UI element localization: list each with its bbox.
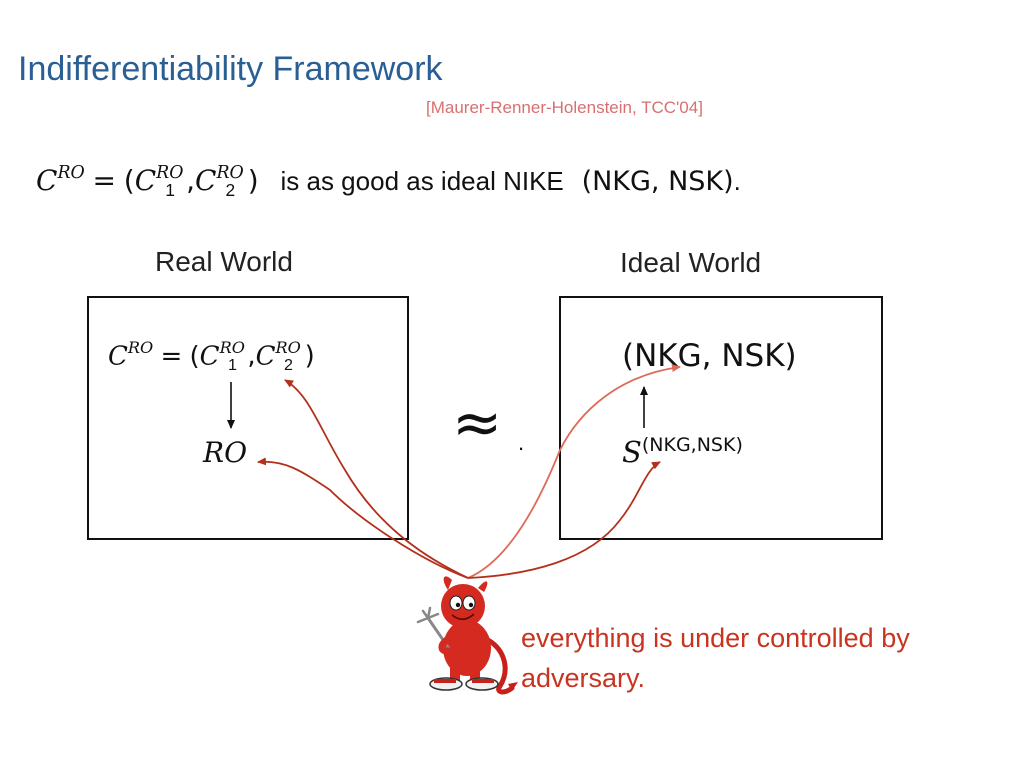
construction-symbol: C <box>36 164 58 198</box>
adversary-caption: everything is under controlled by advers… <box>521 623 910 693</box>
slide-title: Indifferentiability Framework <box>18 50 443 88</box>
indistinguishable-symbol: ≈ <box>452 388 503 458</box>
oracle-superscript-1: RO <box>156 163 184 183</box>
real-comma: , <box>247 341 256 372</box>
real-oracle-superscript-2: RO <box>275 338 301 357</box>
open-paren: ( <box>123 164 135 198</box>
real-construction-symbol: C <box>108 341 128 372</box>
oracle-superscript: RO <box>57 163 85 183</box>
real-index-1: 1 <box>228 355 237 374</box>
adversary-to-simulator-arrow <box>467 461 661 579</box>
statement-text: is as good as ideal NIKE <box>280 166 564 197</box>
ideal-world-label: Ideal World <box>620 247 762 278</box>
real-world-box <box>87 296 409 540</box>
real-equals-sign: = <box>160 341 183 372</box>
real-construction-part-1: C <box>199 341 220 372</box>
real-close-paren: ) <box>304 341 315 372</box>
oracle-superscript-2: RO <box>216 163 244 183</box>
real-oracle-superscript: RO <box>127 338 154 357</box>
random-oracle-node: RO <box>203 436 248 469</box>
real-open-paren: ( <box>189 341 200 372</box>
real-oracle-superscript-1: RO <box>219 338 245 357</box>
construction-part-2: C <box>195 164 217 198</box>
adversary-to-nike-arrow <box>467 364 681 579</box>
ideal-world-box <box>559 296 883 540</box>
ideal-nike-node: (NKG, NSK) <box>622 338 797 374</box>
real-world-construction: CRO = (CRO1,CRO2) <box>108 338 315 375</box>
simulator-oracle-superscript: (NKG,NSK) <box>641 434 743 456</box>
index-2: 2 <box>225 180 236 201</box>
devil-mascot-icon <box>416 576 518 695</box>
main-statement: CRO = (CRO1,CRO2) is as good as ideal NI… <box>36 153 741 210</box>
real-world-label: Real World <box>155 246 293 277</box>
comma: , <box>186 164 195 198</box>
equals-sign: = <box>92 164 116 198</box>
relation-dot: . <box>518 430 525 455</box>
ideal-nike-pair: (NKG, NSK) <box>581 166 734 198</box>
citation: [Maurer-Renner-Holenstein, TCC'04] <box>426 98 703 117</box>
adversary-to-construction-arrow <box>284 379 469 579</box>
real-index-2: 2 <box>283 355 293 374</box>
simulator-node: S(NKG,NSK) <box>622 434 743 470</box>
real-construction-part-2: C <box>255 341 276 372</box>
close-paren: ) <box>247 164 259 198</box>
construction-part-1: C <box>134 164 157 198</box>
statement-period: . <box>733 166 741 197</box>
adversary-to-oracle-arrow <box>257 457 469 579</box>
simulator-symbol: S <box>622 435 642 469</box>
index-1: 1 <box>165 180 175 201</box>
